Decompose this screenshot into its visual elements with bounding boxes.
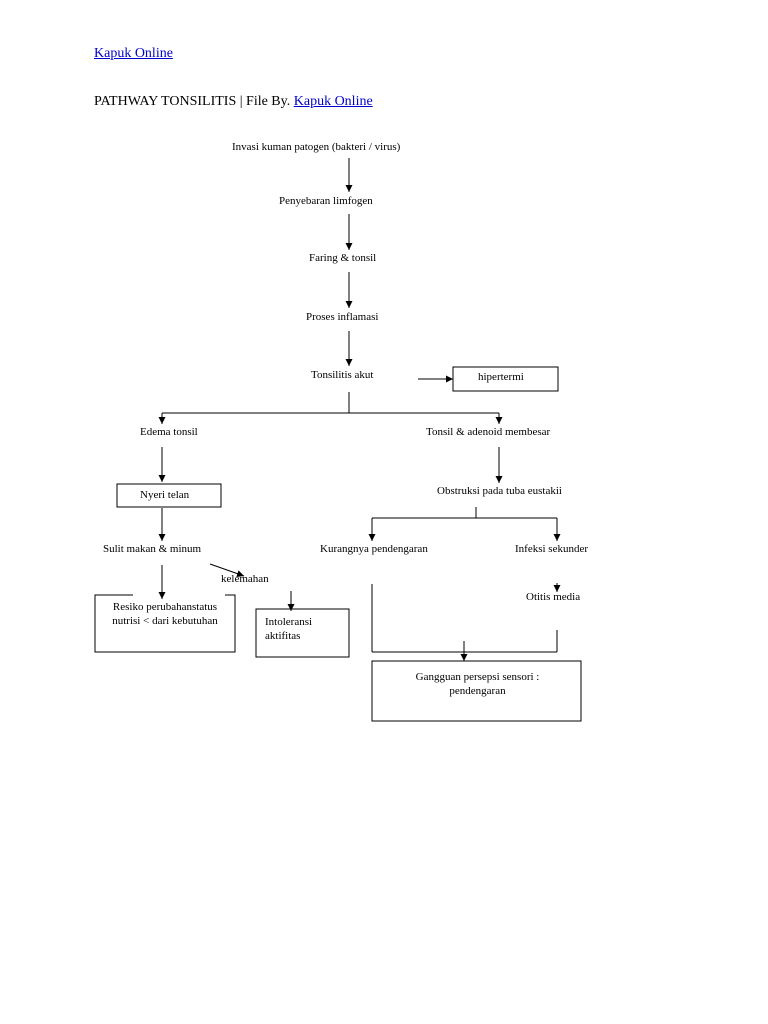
page-title: PATHWAY TONSILITIS | File By. Kapuk Onli… — [94, 94, 373, 110]
node-proses: Proses inflamasi — [306, 311, 379, 323]
hipertermi-box — [452, 366, 559, 392]
arrow-sulit-kelemahan — [209, 563, 245, 577]
node-intoleransi: Intoleransi aktifitas — [265, 616, 313, 642]
intoleransi-box — [255, 608, 350, 658]
node-obstruksi: Obstruksi pada tuba eustakii — [437, 485, 562, 497]
kapuk-online-link[interactable]: Kapuk Online — [94, 46, 173, 61]
node-kurangnya: Kurangnya pendengaran — [320, 543, 428, 555]
resiko-box — [94, 594, 236, 653]
node-tonsilitis-akut: Tonsilitis akut — [311, 369, 374, 381]
node-infeksi: Infeksi sekunder — [515, 543, 589, 555]
node-penyebaran: Penyebaran limfogen — [279, 195, 373, 207]
header-kapuk-online-link[interactable]: Kapuk Online — [293, 94, 373, 109]
node-tonsil-adenoid: Tonsil & adenoid membesar — [426, 426, 551, 438]
node-edema: Edema tonsil — [140, 426, 198, 438]
node-otitis: Otitis media — [526, 591, 581, 603]
node-faring: Faring & tonsil — [309, 252, 377, 264]
gangguan-box — [371, 660, 582, 722]
node-invasi: Invasi kuman patogen (bakteri / virus) — [232, 141, 401, 153]
node-sulit-makan: Sulit makan & minum — [103, 543, 202, 555]
nyeri-telan-box — [116, 483, 222, 508]
node-hipertermi: hipertermi — [478, 371, 524, 383]
node-kelemahan: kelemahan — [221, 573, 269, 585]
node-resiko: Resiko perubahanstatus nutrisi < dari ke… — [112, 601, 218, 627]
node-nyeri: Nyeri telan — [140, 489, 190, 501]
node-gangguan: Gangguan persepsi sensori : pendengaran — [415, 671, 540, 697]
title-text: PATHWAY TONSILITIS | File By. — [94, 94, 294, 109]
